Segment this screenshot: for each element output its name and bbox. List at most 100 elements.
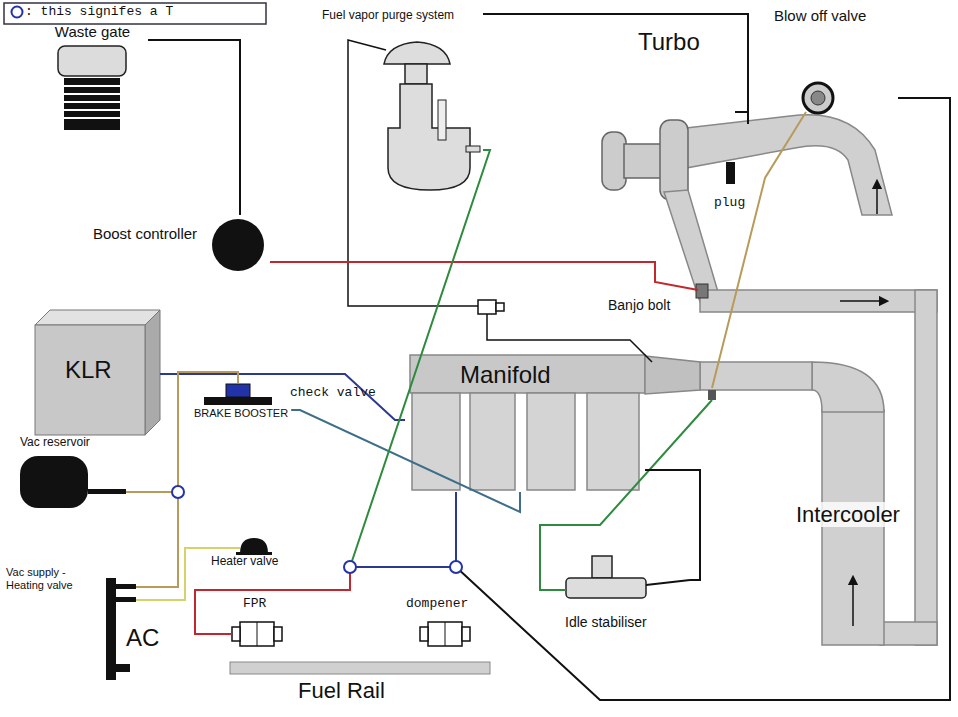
solenoid-symbol [478, 300, 496, 314]
fpr-cap [274, 627, 282, 641]
klr-box-side [145, 310, 160, 435]
part-name: Waste gate [40, 23, 145, 40]
part-name: Vac reservoir [20, 436, 90, 450]
label-holder: Banjo bolt [608, 297, 670, 313]
part-name: Heater valve [211, 555, 278, 569]
vac-supply-port [116, 597, 136, 602]
turbo-housing [602, 132, 626, 190]
part-label: plug [714, 196, 745, 211]
t-junction [172, 486, 184, 498]
wastegate-fin-gaps [64, 86, 120, 118]
vacuum-line [350, 150, 490, 567]
heater-valve: Heater valve [205, 535, 305, 579]
blow-off-valve-symbol [803, 83, 833, 113]
solenoid-wire [487, 314, 652, 362]
wastegate-fins [64, 78, 120, 130]
part-name: dompener [406, 597, 468, 612]
vacuum-line [270, 262, 596, 263]
klr-box: KLR [35, 310, 160, 435]
intercooler-core [822, 410, 884, 645]
brake-booster-symbol [204, 397, 272, 405]
vacuum-line [456, 98, 950, 700]
vacuum-line-segment [195, 567, 350, 634]
vacuum-line-segment [456, 98, 950, 700]
boost-controller: Boost controller [90, 215, 270, 275]
banjo-bolt-symbol [696, 284, 708, 298]
vacuum-line [166, 548, 205, 600]
manifold-runner [587, 393, 639, 490]
intercooler: Intercooler [792, 500, 920, 534]
manifold-runner [412, 393, 460, 490]
bov-reference-line [712, 112, 806, 388]
idle-stabiliser: Idle stabiliser [545, 552, 690, 636]
legend-symbol [12, 7, 23, 18]
flow-arrow [852, 580, 854, 626]
charge-pipe [915, 290, 937, 645]
fuel-rail-bar [230, 662, 490, 674]
intercooler-elbow [812, 362, 884, 412]
fpr-cap [232, 627, 240, 641]
vac-supply-port [116, 664, 130, 672]
label-holder: plug [714, 196, 745, 211]
part-name: Fuel Rail [298, 678, 385, 703]
fpr-seam [257, 622, 258, 646]
fuel-dampener: dompener [398, 596, 483, 652]
connector-group [126, 14, 950, 700]
legend-swatch [10, 5, 24, 19]
vacuum-line [126, 492, 178, 587]
blow-off-valve-core [811, 91, 825, 105]
vacuum-line-segment [645, 470, 700, 580]
part-name: Turbo [638, 28, 700, 56]
vacuum-line [645, 470, 700, 580]
flow-arrow [840, 300, 884, 302]
vacuum-line-segment [350, 492, 456, 567]
vacuum-line-segment [455, 492, 457, 567]
vacuum-line-stub [646, 580, 690, 585]
vacuum-line-segment [483, 14, 748, 112]
charge-pipe [880, 622, 937, 645]
klr-box-front [35, 325, 145, 435]
vacuum-line [483, 14, 748, 112]
idle-air-line [540, 400, 712, 590]
plug-symbol [726, 162, 735, 184]
vacuum-line-segment [126, 492, 178, 587]
intake-pipe [686, 115, 892, 215]
part-name: Fuel vapor purge system [322, 9, 454, 23]
klr-box-top [35, 310, 160, 325]
dampener-seam [445, 622, 446, 646]
vacuum-line-stub [205, 547, 240, 549]
idle-stabiliser-top [592, 556, 612, 578]
legend-frame [4, 3, 266, 24]
vac-supply-block: Vac supply - Heating valveAC [4, 566, 166, 680]
vacuum-line-segment [291, 410, 520, 512]
part-label: Banjo bolt [608, 297, 670, 313]
purge-tube [438, 100, 446, 140]
vacuum-line [160, 374, 405, 420]
dampener-body [428, 622, 462, 646]
part-name: Manifold [460, 361, 551, 389]
wastegate-housing [58, 46, 126, 76]
turbo-core [624, 144, 664, 178]
dampener-cap [462, 627, 470, 641]
solenoid-plug [496, 303, 504, 311]
purge-nipple [747, 112, 749, 124]
vac-reservoir: Vac reservoir [16, 436, 126, 512]
vacuum-line-segment [166, 548, 205, 600]
vacuum-line-stub [136, 586, 166, 588]
manifold-runner [470, 393, 515, 490]
purge-port [466, 146, 480, 152]
vacuum-line-stub [225, 633, 232, 635]
heater-valve-symbol [240, 538, 268, 553]
purge-canister [388, 84, 470, 190]
brake-booster: BRAKE BOOSTER [192, 383, 291, 430]
vacuum-line [291, 410, 520, 512]
wastegate: Waste gate [40, 22, 148, 134]
purge-system: Fuel vapor purge system [318, 6, 483, 196]
vacuum-line-segment [350, 150, 490, 567]
throttle-body [645, 356, 700, 394]
vacuum-line [195, 492, 456, 634]
boost-line-stub [596, 262, 698, 290]
part-name: Intercooler [794, 502, 902, 527]
